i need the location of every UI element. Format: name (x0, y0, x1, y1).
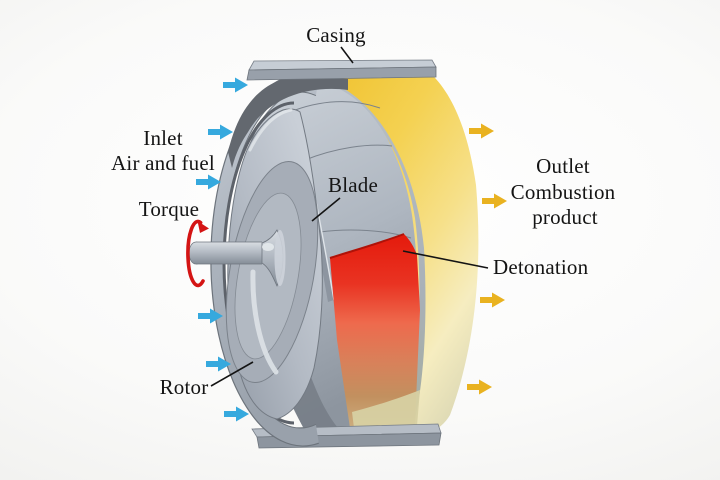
detonation-leader-line (402, 250, 489, 269)
inlet-arrow-icon (196, 174, 221, 190)
inlet-arrow-icon (223, 77, 248, 93)
outlet-label-line1: Outlet (536, 154, 590, 178)
rotor-leader-line (210, 361, 254, 387)
outlet-arrow-icon (469, 123, 494, 139)
torque-label: Torque (139, 197, 199, 221)
rotor-shaft (188, 229, 286, 287)
detonation-top-edge (329, 233, 405, 259)
inlet-label-line2: Air and fuel (111, 151, 215, 175)
outlet-label-line2: Combustion (511, 180, 616, 204)
combustion-product-strip (352, 390, 420, 433)
outlet-arrow-icon (480, 292, 505, 308)
outlet-arrow-icon (467, 379, 492, 395)
blade-label: Blade (328, 173, 378, 197)
rotor-recess-inner (234, 192, 302, 360)
leader-lines (210, 46, 489, 387)
outlet-arrow-icon (482, 193, 507, 209)
detonation-label: Detonation (493, 255, 589, 279)
detonation-zone (330, 234, 420, 433)
outlet-label-line3: product (532, 205, 598, 229)
inlet-channel-dark (228, 75, 348, 168)
casing-leader-line (340, 46, 354, 64)
blade-leader-line (311, 197, 341, 222)
engine-body (188, 59, 479, 449)
inlet-arrow-icon (224, 406, 249, 422)
rotor-label: Rotor (160, 375, 209, 399)
inlet-label-line1: Inlet (143, 126, 182, 150)
casing-label: Casing (306, 23, 366, 47)
torque-rotation-icon (186, 219, 209, 288)
rotor-recess-highlight (250, 269, 279, 375)
inlet-arrow-icon (208, 124, 233, 140)
labels: Casing Inlet Air and fuel Torque Blade D… (111, 23, 616, 399)
rotor-rim-highlight (248, 108, 293, 152)
top-plate (246, 59, 437, 81)
